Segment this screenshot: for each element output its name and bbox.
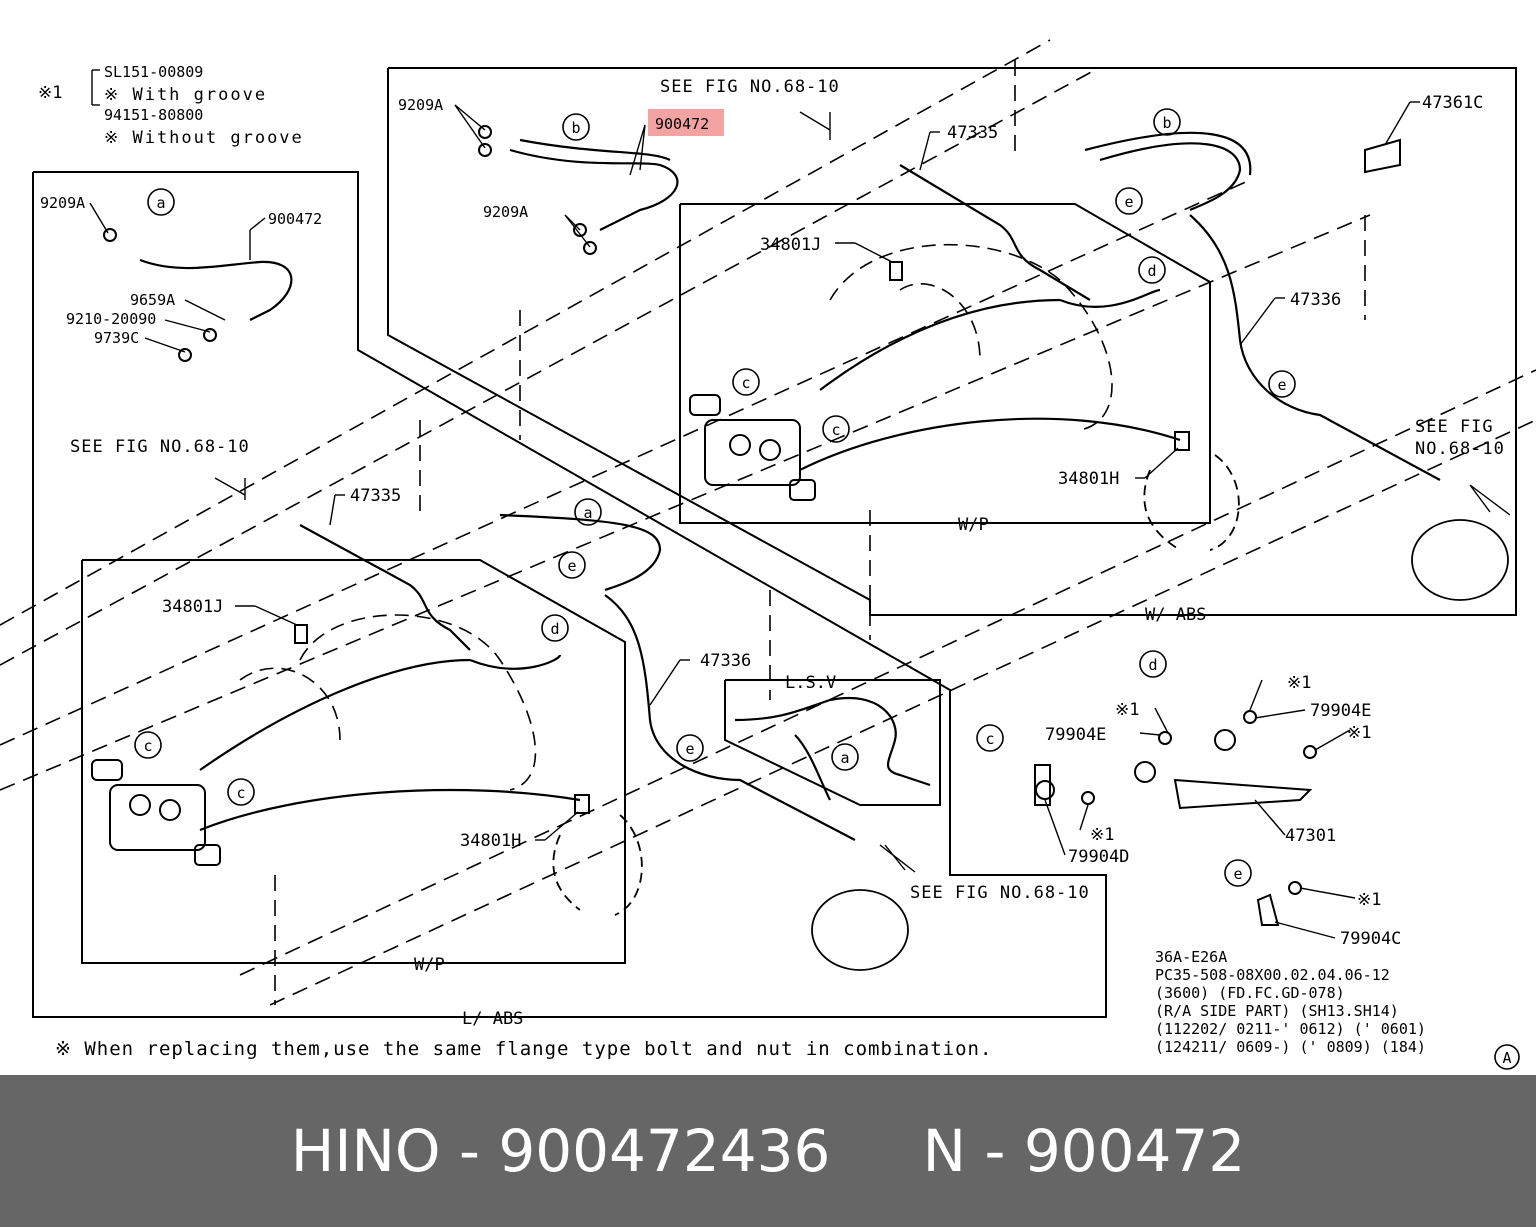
callout-d: d xyxy=(550,620,559,638)
legend-opt1-text: ※ With groove xyxy=(104,85,267,105)
parts-diagram: ※1 SL151-00809 ※ With groove 94151-80800… xyxy=(0,39,1536,1070)
label-79904E: 79904E xyxy=(1310,701,1371,721)
callout-e: e xyxy=(685,740,694,758)
label-9209A: 9209A xyxy=(398,96,443,114)
callout-e: e xyxy=(1124,193,1133,211)
callout-b: b xyxy=(571,119,580,137)
label-34801J: 34801J xyxy=(162,597,223,617)
highlight-box xyxy=(648,109,724,136)
label-x1: ※1 xyxy=(1347,723,1371,743)
legend-opt2-text: ※ Without groove xyxy=(104,128,304,148)
see-fig-ref: SEE FIG NO.68-10 xyxy=(70,437,250,457)
info-line-6: (124211/ 0609-) (' 0809) (184) xyxy=(1155,1038,1426,1056)
label-47301: 47301 xyxy=(1285,826,1336,846)
label-79904C: 79904C xyxy=(1340,929,1401,949)
label-x1: ※1 xyxy=(1115,700,1139,720)
box-label-wp: W/P xyxy=(414,955,445,975)
label-34801H: 34801H xyxy=(1058,469,1119,489)
brand-part-number: HINO - 900472436 xyxy=(290,1117,831,1185)
see-fig-ref: SEE FIG xyxy=(1415,417,1494,437)
label-34801H: 34801H xyxy=(460,831,521,851)
info-line-1: 36A-E26A xyxy=(1155,948,1227,966)
label-x1: ※1 xyxy=(1357,890,1381,910)
info-line-4: (R/A SIDE PART) (SH13.SH14) xyxy=(1155,1002,1399,1020)
see-fig-ref: SEE FIG NO.68-10 xyxy=(660,77,840,97)
label-9739C: 9739C xyxy=(94,329,139,347)
legend-opt2-code: 94151-80800 xyxy=(104,106,203,124)
callout-c: c xyxy=(985,730,994,748)
box-label-wp: W/P xyxy=(958,515,989,535)
label-900472-highlighted: 900472 xyxy=(655,115,709,133)
box-label-l-abs: L/ ABS xyxy=(462,1009,523,1029)
wheel-drums xyxy=(552,454,1509,971)
box-label-w-abs: W/ ABS xyxy=(1145,605,1206,625)
callout-a: a xyxy=(583,504,592,522)
lsv-valve-lower xyxy=(91,759,221,866)
label-79904D: 79904D xyxy=(1068,847,1129,867)
callout-c: c xyxy=(236,784,245,802)
box-label-lsv: L.S.V xyxy=(785,673,836,693)
footer-bar: HINO - 900472436 N - 900472 xyxy=(0,1075,1536,1227)
label-9209A: 9209A xyxy=(483,203,528,221)
short-part-number: N - 900472 xyxy=(922,1117,1246,1185)
label-x1: ※1 xyxy=(1287,673,1311,693)
info-line-3: (3600) (FD.FC.GD-078) xyxy=(1155,984,1345,1002)
info-line-2: PC35-508-08X00.02.04.06-12 xyxy=(1155,966,1390,984)
wp-box-upper xyxy=(679,203,1211,524)
callout-c: c xyxy=(831,421,840,439)
label-47336: 47336 xyxy=(700,651,751,671)
callout-c: c xyxy=(741,374,750,392)
w-abs-box xyxy=(387,67,1517,616)
footnote: ※ When replacing them,use the same flang… xyxy=(55,1038,992,1060)
frame-rails xyxy=(0,39,1536,1006)
label-9659A: 9659A xyxy=(130,291,175,309)
lsv-box xyxy=(724,679,941,806)
callout-e: e xyxy=(1233,865,1242,883)
callout-a: a xyxy=(156,194,165,212)
callout-A: A xyxy=(1502,1049,1511,1067)
label-x1: ※1 xyxy=(1090,825,1114,845)
label-79904E: 79904E xyxy=(1045,725,1106,745)
label-9209A: 9209A xyxy=(40,194,85,212)
callout-c: c xyxy=(143,737,152,755)
legend-opt1-code: SL151-00809 xyxy=(104,63,203,81)
callout-d: d xyxy=(1147,262,1156,280)
see-fig-ref: SEE FIG NO.68-10 xyxy=(910,883,1090,903)
see-fig-ref: NO.68-10 xyxy=(1415,439,1505,459)
lsv-valve-upper xyxy=(689,394,816,501)
label-900472: 900472 xyxy=(268,210,322,228)
callout-e: e xyxy=(1277,376,1286,394)
callout-e: e xyxy=(567,557,576,575)
wp-box-lower xyxy=(81,559,626,964)
label-47335: 47335 xyxy=(350,486,401,506)
label-34801J: 34801J xyxy=(760,235,821,255)
label-9210-20090: 9210-20090 xyxy=(66,310,156,328)
l-abs-box xyxy=(32,171,1107,1018)
label-47335: 47335 xyxy=(947,123,998,143)
callout-d: d xyxy=(1148,656,1157,674)
label-47336: 47336 xyxy=(1290,290,1341,310)
label-47361C: 47361C xyxy=(1422,93,1483,113)
callout-b: b xyxy=(1162,114,1171,132)
info-line-5: (112202/ 0211-' 0612) (' 0601) xyxy=(1155,1020,1426,1038)
callout-a: a xyxy=(840,749,849,767)
legend-mark: ※1 xyxy=(38,83,62,103)
